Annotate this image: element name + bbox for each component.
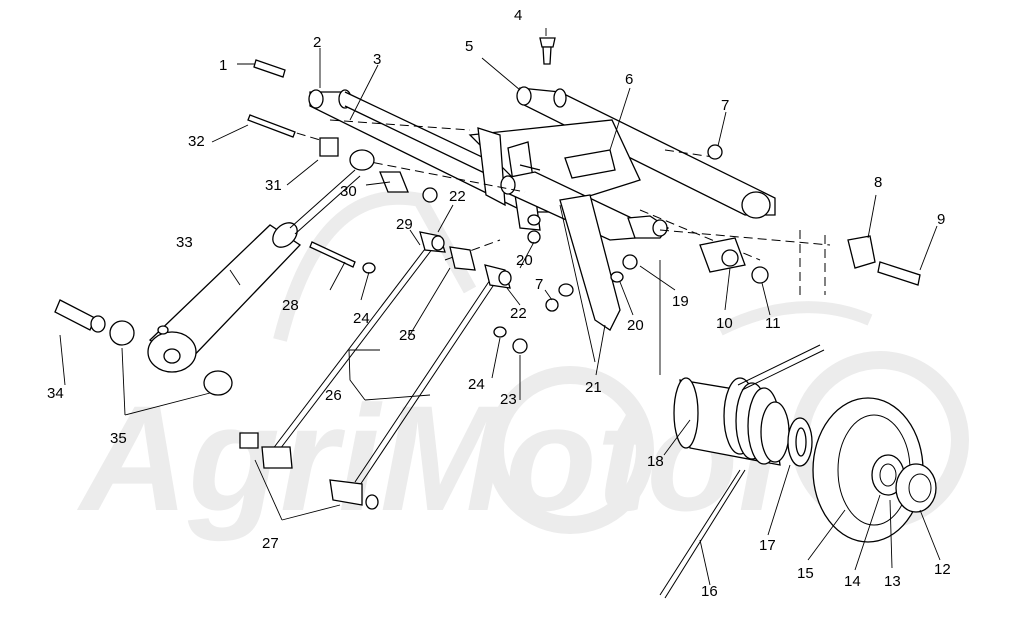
shock-absorber <box>147 169 361 373</box>
bolt-4 <box>542 46 552 65</box>
callout-26: 26 <box>325 387 342 404</box>
pin-34 <box>54 299 96 331</box>
nut-7b <box>545 298 559 312</box>
callout-34: 34 <box>47 385 64 402</box>
bolt-19 <box>622 254 638 270</box>
callout-30: 30 <box>340 183 357 200</box>
callout-12: 12 <box>934 561 951 578</box>
callout-25: 25 <box>399 327 416 344</box>
bolt-32 <box>247 114 296 138</box>
callout-24b: 24 <box>468 376 485 393</box>
callout-2: 2 <box>313 34 321 51</box>
bolt-9 <box>877 261 921 286</box>
washer-20b <box>558 283 574 297</box>
nut-23 <box>512 338 528 354</box>
nut-7 <box>707 144 723 160</box>
link-rods <box>239 231 512 510</box>
nut-8 <box>847 235 876 269</box>
pin-34-end <box>90 315 106 333</box>
callout-11: 11 <box>765 315 781 332</box>
spacer-30 <box>379 171 409 193</box>
bolt-1 <box>253 59 286 78</box>
pulley-wheel <box>812 397 937 543</box>
washer-24b <box>493 326 507 338</box>
callout-7b: 7 <box>535 276 543 293</box>
callout-14: 14 <box>844 573 861 590</box>
callout-20b: 20 <box>627 317 644 334</box>
bolt-4-head <box>539 37 556 48</box>
callout-31: 31 <box>265 177 282 194</box>
bushing-31 <box>349 149 375 171</box>
washer-17-hole <box>795 427 807 457</box>
callout-22: 22 <box>449 188 466 205</box>
washer-11 <box>751 266 769 284</box>
bushing-35b <box>203 370 233 396</box>
nut-20 <box>527 230 541 244</box>
spacer-31 <box>319 137 339 157</box>
callout-29: 29 <box>396 216 413 233</box>
callout-7: 7 <box>721 97 729 114</box>
callout-17: 17 <box>759 537 776 554</box>
washer-24 <box>362 262 376 274</box>
callout-8: 8 <box>874 174 882 191</box>
callout-3: 3 <box>373 51 381 68</box>
callout-4: 4 <box>514 7 522 24</box>
arm-plate <box>559 194 621 331</box>
washer-20c <box>610 271 624 283</box>
nut-10 <box>721 249 739 267</box>
callout-1: 1 <box>219 57 227 74</box>
leader-lines <box>59 28 941 586</box>
callout-23: 23 <box>500 391 517 408</box>
cap-12 <box>895 463 937 513</box>
callout-13: 13 <box>884 573 901 590</box>
nut-30 <box>422 187 438 203</box>
callout-20: 20 <box>516 252 533 269</box>
washer-20 <box>527 214 541 226</box>
callout-6: 6 <box>625 71 633 88</box>
callout-19: 19 <box>672 293 689 310</box>
callout-10: 10 <box>716 315 733 332</box>
callout-15: 15 <box>797 565 814 582</box>
callout-27: 27 <box>262 535 279 552</box>
spring-assembly <box>659 344 825 599</box>
callout-16: 16 <box>701 583 718 600</box>
bushing-35a <box>109 320 135 346</box>
callout-24: 24 <box>353 310 370 327</box>
callout-18: 18 <box>647 453 664 470</box>
callout-21: 21 <box>585 379 602 396</box>
callout-33: 33 <box>176 234 193 251</box>
callout-22b: 22 <box>510 305 527 322</box>
callout-labels: 1 2 3 4 5 6 7 7 8 9 10 11 12 13 14 15 16… <box>47 7 951 600</box>
callout-5: 5 <box>465 38 473 55</box>
callout-28: 28 <box>282 297 299 314</box>
rear-cross-shaft <box>516 86 776 219</box>
callout-9: 9 <box>937 211 945 228</box>
callout-32: 32 <box>188 133 205 150</box>
bolt-28 <box>309 241 356 268</box>
callout-35: 35 <box>110 430 127 447</box>
